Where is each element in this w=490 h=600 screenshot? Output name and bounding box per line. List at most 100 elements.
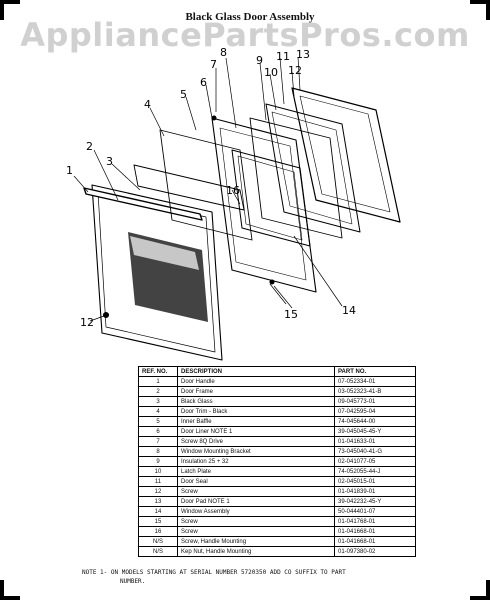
row-ref-cell: 10 — [138, 466, 178, 477]
corner-mark-top-right — [470, 0, 490, 20]
callout-number: 12 — [80, 316, 94, 329]
row-ref-cell: N/S — [138, 546, 178, 557]
row-ref-cell: 7 — [138, 436, 178, 447]
callout-number: 11 — [276, 50, 290, 63]
row-part-cell: 02-045015-01 — [334, 476, 416, 487]
row-desc-cell: Door Seal — [177, 476, 335, 487]
parts-table-header: REF. NO. DESCRIPTION PART NO. — [138, 366, 416, 377]
row-part-cell: 74-045644-00 — [334, 416, 416, 427]
row-desc-cell: Kep Nut, Handle Mounting — [177, 546, 335, 557]
diagram-title: Black Glass Door Assembly — [185, 11, 315, 23]
corner-mark-top-left — [0, 0, 20, 20]
row-ref-cell: 16 — [138, 526, 178, 537]
row-part-cell: 01-041633-01 — [334, 436, 416, 447]
row-ref-cell: 15 — [138, 516, 178, 527]
row-desc-cell: Door Trim - Black — [177, 406, 335, 417]
row-part-cell: 74-052055-44-J — [334, 466, 416, 477]
row-ref-cell: 13 — [138, 496, 178, 507]
door-handle-part — [83, 187, 203, 221]
row-ref-cell: 5 — [138, 416, 178, 427]
row-desc-cell: Window Mounting Bracket — [177, 446, 335, 457]
row-part-cell: 39-045045-45-Y — [334, 426, 416, 437]
row-part-cell: 01-041668-01 — [334, 536, 416, 547]
door-frame-part — [91, 184, 223, 361]
row-part-cell: 73-045040-41-G — [334, 446, 416, 457]
callout-number: 15 — [284, 308, 298, 321]
row-ref-cell: 8 — [138, 446, 178, 457]
callout-number: 16 — [226, 184, 240, 197]
callout-number: 10 — [264, 66, 278, 79]
row-desc-cell: Insulation 25 + 32 — [177, 456, 335, 467]
row-part-cell: 01-041839-01 — [334, 486, 416, 497]
row-part-cell: 01-041668-01 — [334, 526, 416, 537]
row-desc-cell: Screw, Handle Mounting — [177, 536, 335, 547]
footnote-line-2: NUMBER. — [120, 578, 146, 585]
door-seal-part — [265, 103, 361, 233]
callout-number: 3 — [106, 155, 113, 168]
window-assembly-part — [231, 149, 311, 247]
footnote-line-1: NOTE 1- ON MODELS STARTING AT SERIAL NUM… — [82, 569, 346, 576]
row-ref-cell: 6 — [138, 426, 178, 437]
row-part-cell: 50-044401-07 — [334, 506, 416, 517]
callout-number: 12 — [288, 64, 302, 77]
corner-mark-bottom-right — [470, 580, 490, 600]
callout-number: 4 — [144, 98, 151, 111]
callout-number: 14 — [342, 304, 356, 317]
col-ref-header: REF. NO. — [138, 366, 178, 377]
callout-number: 9 — [256, 54, 263, 67]
col-part-header: PART NO. — [334, 366, 416, 377]
row-ref-cell: 1 — [138, 376, 178, 387]
row-part-cell: 02-041077-05 — [334, 456, 416, 467]
row-ref-cell: N/S — [138, 536, 178, 547]
row-desc-cell: Window Assembly — [177, 506, 335, 517]
insulation-part — [249, 117, 343, 239]
row-ref-cell: 2 — [138, 386, 178, 397]
row-part-cell: 39-042232-45-Y — [334, 496, 416, 507]
row-part-cell: 01-097380-02 — [334, 546, 416, 557]
row-desc-cell: Door Frame — [177, 386, 335, 397]
row-desc-cell: Black Glass — [177, 396, 335, 407]
row-ref-cell: 11 — [138, 476, 178, 487]
row-part-cell: 01-041768-01 — [334, 516, 416, 527]
row-part-cell: 09-045773-01 — [334, 396, 416, 407]
corner-mark-bottom-left — [0, 580, 20, 600]
callout-number: 13 — [296, 48, 310, 61]
row-desc-cell: Screw — [177, 486, 335, 497]
row-ref-cell: 9 — [138, 456, 178, 467]
footnote: NOTE 1- ON MODELS STARTING AT SERIAL NUM… — [82, 568, 462, 586]
row-desc-cell: Screw 8Q Drive — [177, 436, 335, 447]
row-desc-cell: Latch Plate — [177, 466, 335, 477]
row-part-cell: 07-052334-01 — [334, 376, 416, 387]
inner-baffle-part — [159, 129, 253, 241]
callout-number: 7 — [210, 58, 217, 71]
row-desc-cell: Door Handle — [177, 376, 335, 387]
col-desc-header: DESCRIPTION — [177, 366, 335, 377]
callout-number: 6 — [200, 76, 207, 89]
row-part-cell: 07-042595-04 — [334, 406, 416, 417]
row-desc-cell: Screw — [177, 526, 335, 537]
row-ref-cell: 14 — [138, 506, 178, 517]
callout-number: 8 — [220, 46, 227, 59]
row-desc-cell: Screw — [177, 516, 335, 527]
row-part-cell: 03-052323-41-B — [334, 386, 416, 397]
door-pad-part — [291, 87, 401, 223]
